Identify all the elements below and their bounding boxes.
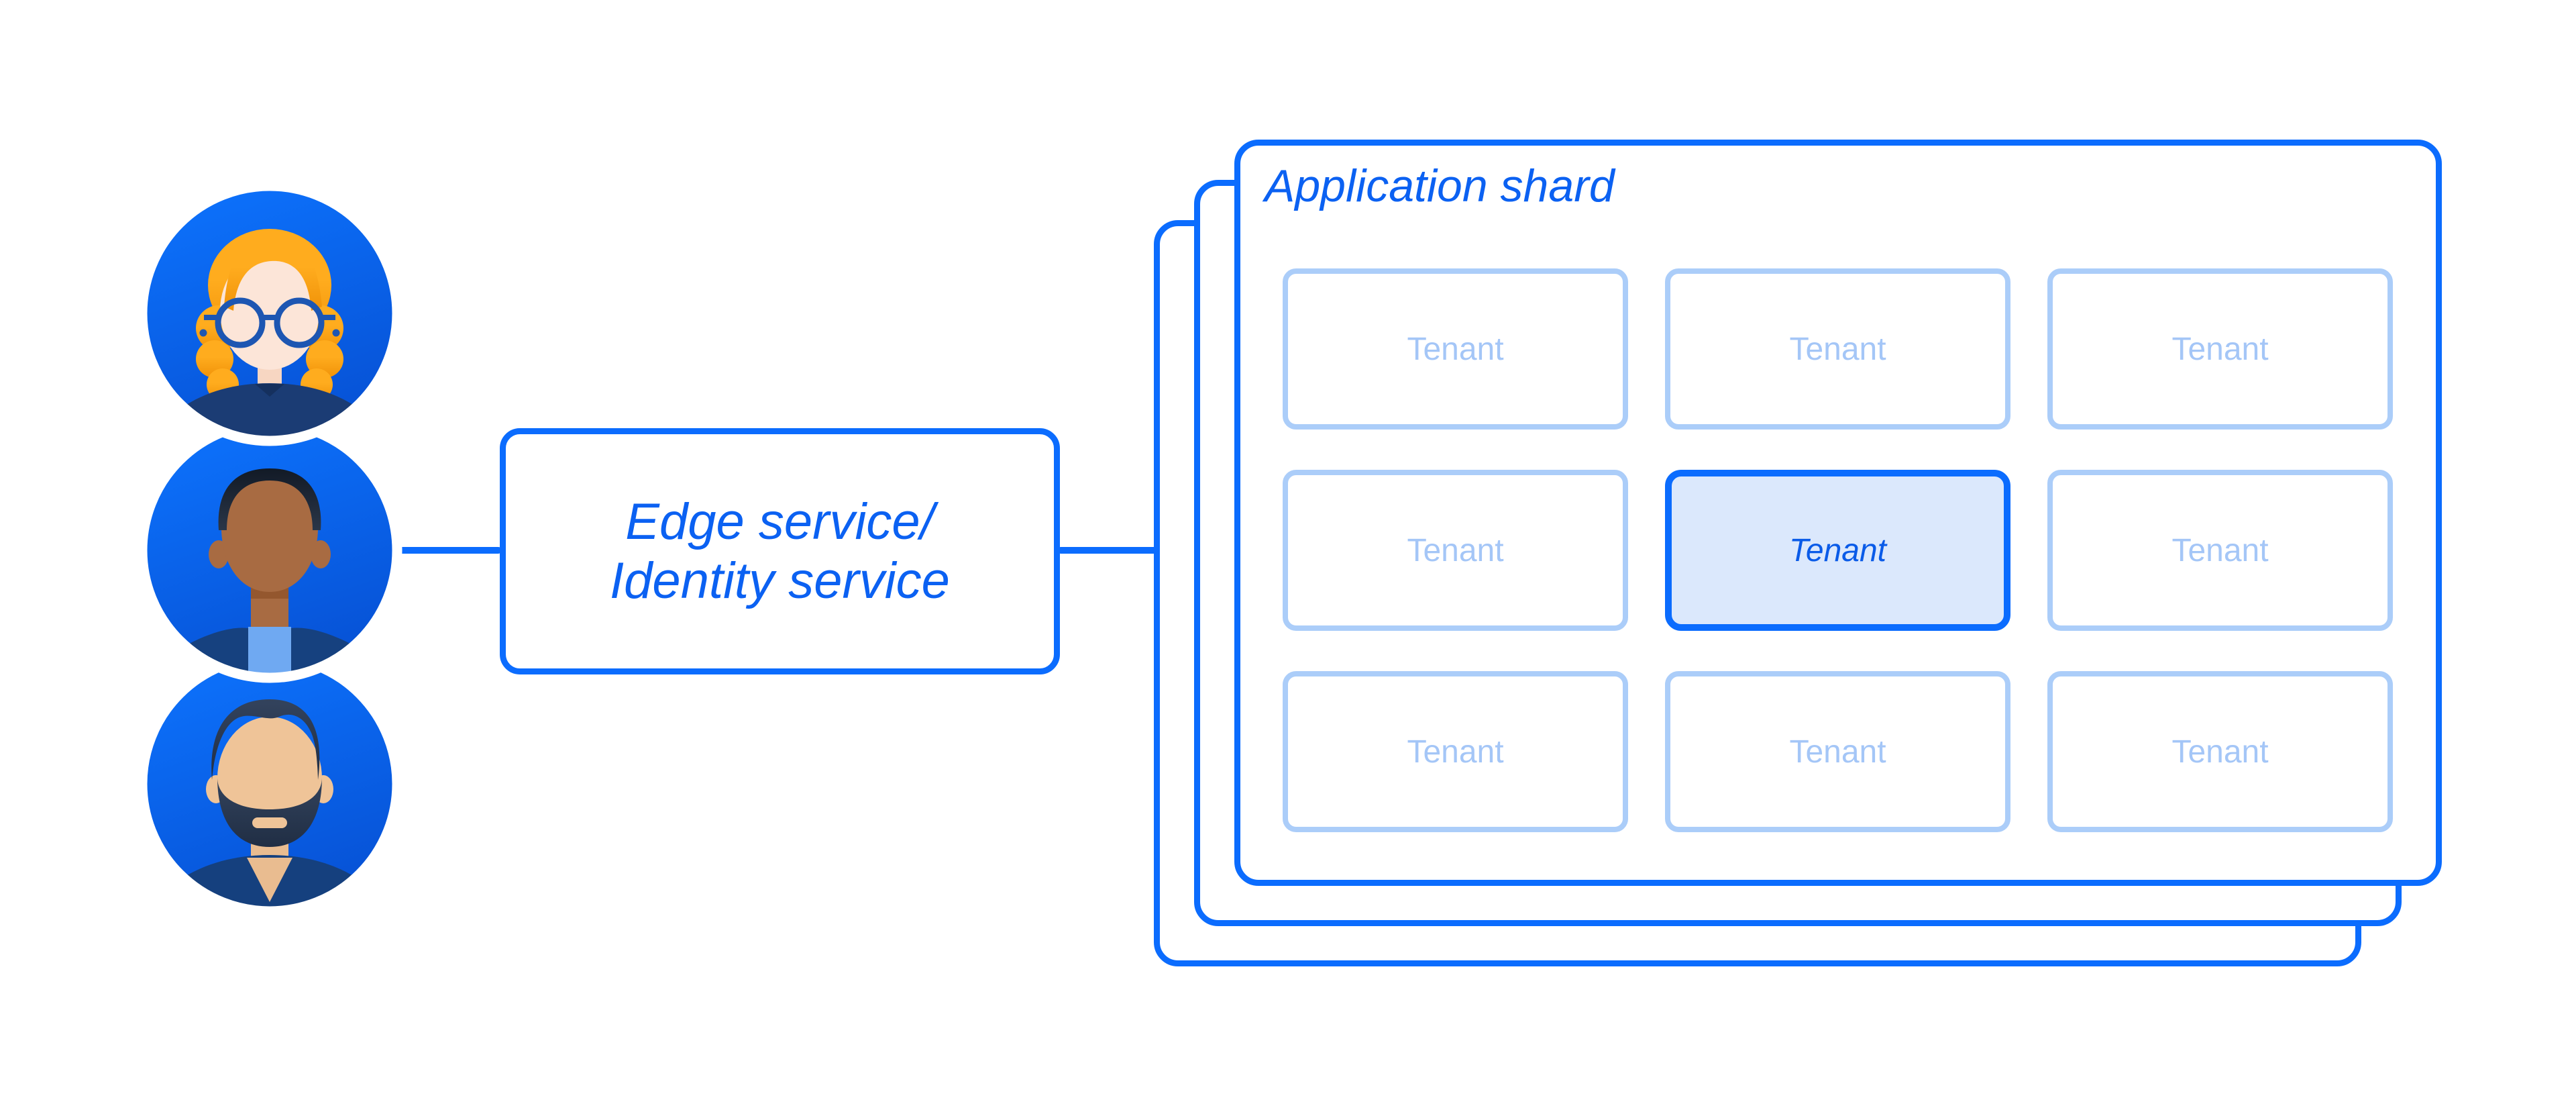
tenant-label: Tenant xyxy=(1407,331,1504,367)
tenant-cell: Tenant xyxy=(1283,470,1628,631)
tenant-label: Tenant xyxy=(2171,734,2269,770)
edge-service-label-line-2: Identity service xyxy=(610,552,950,609)
avatar-man-icon xyxy=(136,416,404,685)
tenant-cell: Tenant xyxy=(1283,671,1628,832)
avatar-man-illustration xyxy=(137,417,402,683)
avatar-man-beard-icon xyxy=(136,650,404,918)
tenant-cell: Tenant xyxy=(2047,268,2393,430)
avatar-man-beard-illustration xyxy=(137,651,402,917)
tenant-label: Tenant xyxy=(1788,532,1887,568)
tenant-grid: Tenant Tenant Tenant Tenant Tenant Tenan… xyxy=(1283,268,2393,832)
tenant-cell: Tenant xyxy=(2047,671,2393,832)
connector-users-to-edge-line xyxy=(396,547,502,554)
tenant-label: Tenant xyxy=(1407,532,1504,568)
edge-service-label-line-1: Edge service/ xyxy=(625,493,934,550)
avatar-woman-glasses-icon xyxy=(136,179,404,448)
tenant-label: Tenant xyxy=(2171,331,2269,367)
application-shard-title: Application shard xyxy=(1265,160,1615,211)
tenant-label: Tenant xyxy=(1789,734,1886,770)
tenant-cell: Tenant xyxy=(1665,671,2010,832)
application-shard-panel: Application shard Tenant Tenant Tenant T… xyxy=(1234,140,2442,886)
tenant-cell-highlighted: Tenant xyxy=(1665,470,2010,631)
edge-identity-service-box: Edge service/ Identity service xyxy=(500,428,1060,674)
tenant-cell: Tenant xyxy=(1665,268,2010,430)
tenant-label: Tenant xyxy=(1407,734,1504,770)
tenant-cell: Tenant xyxy=(2047,470,2393,631)
tenant-cell: Tenant xyxy=(1283,268,1628,430)
connector-edge-to-shard-line xyxy=(1057,547,1158,554)
avatar-woman-glasses-illustration xyxy=(137,181,402,446)
tenant-label: Tenant xyxy=(1789,331,1886,367)
tenant-label: Tenant xyxy=(2171,532,2269,568)
